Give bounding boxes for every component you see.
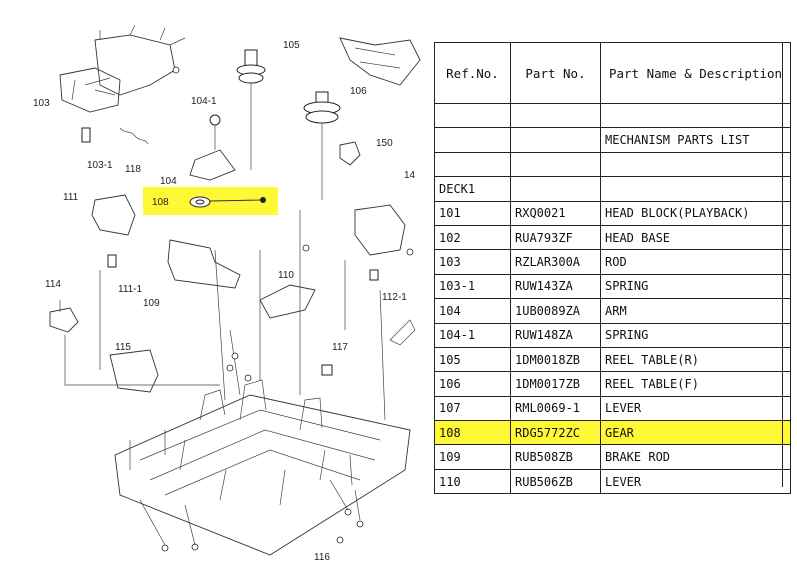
- cell-ref: 104: [434, 298, 511, 324]
- cell-ref: 105: [434, 346, 511, 373]
- exploded-parts-diagram: 105 106 103 104-1 103-1 118 150 104 14 1…: [33, 24, 421, 563]
- cell-part: RML0069-1: [510, 395, 601, 422]
- reel-table-105: [236, 49, 266, 170]
- cell-ref: 101: [434, 200, 511, 226]
- callout-116: 116: [314, 552, 330, 563]
- cell-name: GEAR: [600, 420, 791, 446]
- top-right-chassis: [339, 37, 421, 86]
- callout-109: 109: [143, 298, 160, 309]
- cell-name: LEVER: [600, 395, 791, 422]
- callout-103: 103: [33, 98, 50, 109]
- cell-part: RUW143ZA: [510, 273, 601, 300]
- table-row-blank: [434, 151, 791, 178]
- callout-104: 104: [160, 176, 177, 187]
- cell-ref: 102: [434, 224, 511, 251]
- cell-part: 1DM0018ZB: [510, 346, 601, 373]
- callout-117: 117: [332, 342, 348, 353]
- cell-name: ARM: [600, 298, 791, 324]
- cell-name: REEL TABLE(R): [600, 346, 791, 373]
- table-right-edge: [782, 42, 797, 487]
- cell-part: 1UB0089ZA: [510, 298, 601, 324]
- cell-part: RUW148ZA: [510, 322, 601, 348]
- cell-part: RUB508ZB: [510, 444, 601, 470]
- cell-part: RZLAR300A: [510, 249, 601, 275]
- cell-part: RUA793ZF: [510, 224, 601, 251]
- cell-part: RUB506ZB: [510, 468, 601, 495]
- cell-name: SPRING: [600, 273, 791, 300]
- cell-name: BRAKE ROD: [600, 444, 791, 470]
- cell-name: SPRING: [600, 322, 791, 348]
- table-row-section-title: MECHANISM PARTS LIST: [434, 127, 791, 153]
- cell-name: LEVER: [600, 468, 791, 495]
- callout-14: 14: [404, 170, 416, 181]
- cell-name: REEL TABLE(F): [600, 371, 791, 397]
- cell-ref: 108: [434, 420, 511, 446]
- callout-103-1: 103-1: [87, 160, 113, 171]
- callout-104-1: 104-1: [191, 96, 217, 107]
- group-label: DECK1: [434, 176, 511, 202]
- mechanism-parts-table: Ref.No. Part No. Part Name & Description…: [434, 42, 791, 495]
- table-header-row: Ref.No. Part No. Part Name & Description: [434, 42, 791, 104]
- cell-name: ROD: [600, 249, 791, 275]
- head-block-assembly: [59, 24, 186, 145]
- callout-106: 106: [350, 86, 367, 97]
- cell-part: 1DM0017ZB: [510, 371, 601, 397]
- cell-ref: 109: [434, 444, 511, 470]
- cell-part: RXQ0021: [510, 200, 601, 226]
- header-part-name: Part Name & Description: [600, 42, 791, 104]
- cell-ref: 110: [434, 468, 511, 495]
- table-row-blank: [434, 102, 791, 129]
- header-part-no: Part No.: [510, 42, 601, 104]
- callout-150: 150: [376, 138, 393, 149]
- callout-112-1: 112-1: [382, 292, 407, 303]
- section-title: MECHANISM PARTS LIST: [600, 127, 791, 153]
- cell-ref: 103-1: [434, 273, 511, 300]
- cell-ref: 104-1: [434, 322, 511, 348]
- cell-ref: 103: [434, 249, 511, 275]
- reel-table-106: [303, 91, 341, 200]
- callout-118: 118: [125, 164, 141, 175]
- callout-108: 108: [152, 197, 169, 208]
- cell-part: RDG5772ZC: [510, 420, 601, 446]
- callout-105: 105: [283, 40, 300, 51]
- cell-ref: 106: [434, 371, 511, 397]
- callout-114: 114: [45, 279, 61, 290]
- cell-name: HEAD BLOCK(PLAYBACK): [600, 200, 791, 226]
- callout-111-1: 111-1: [118, 284, 143, 295]
- callout-111: 111: [63, 192, 79, 203]
- callout-110: 110: [278, 270, 294, 281]
- header-ref-no: Ref.No.: [434, 42, 511, 104]
- main-chassis-116: [114, 379, 411, 556]
- table-row-group: DECK1: [434, 176, 791, 202]
- callout-115: 115: [115, 342, 131, 353]
- cell-ref: 107: [434, 395, 511, 422]
- cell-name: HEAD BASE: [600, 224, 791, 251]
